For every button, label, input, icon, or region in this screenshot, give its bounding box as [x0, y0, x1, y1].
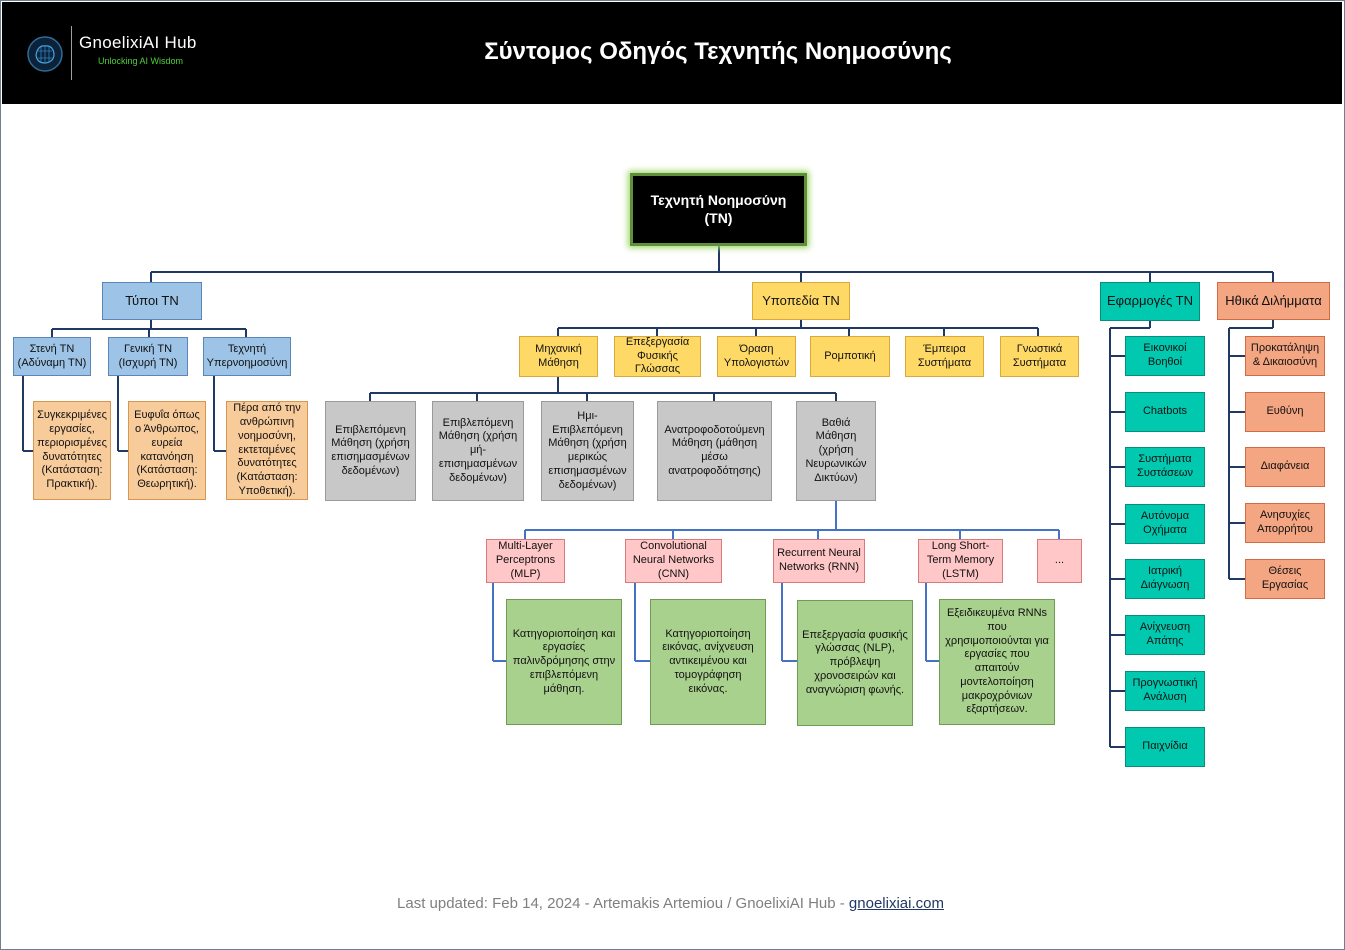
application-autonomous-vehicles: Αυτόνομα Οχήματα: [1125, 504, 1205, 544]
application-predictive-analytics: Προγνωστική Ανάλυση: [1125, 671, 1205, 711]
network-cnn: Convolutional Neural Networks (CNN): [625, 539, 722, 583]
ethics-jobs: Θέσεις Εργασίας: [1245, 559, 1325, 599]
type-narrow-ai-description: Συγκεκριμένες εργασίες, περιορισμένες δυ…: [33, 401, 111, 500]
application-games: Παιχνίδια: [1125, 727, 1205, 767]
ethics-privacy-concerns: Ανησυχίες Απορρήτου: [1245, 503, 1325, 543]
network-mlp-description: Κατηγοριοποίηση και εργασίες παλινδρόμησ…: [506, 599, 622, 725]
subfield-cognitive-systems: Γνωστικά Συστήματα: [1000, 336, 1079, 377]
network-more: ...: [1037, 539, 1082, 583]
type-narrow-ai: Στενή ΤΝ (Αδύναμη ΤΝ): [13, 337, 91, 376]
application-medical-diagnosis: Ιατρική Διάγνωση: [1125, 559, 1205, 599]
logo-divider: [71, 26, 72, 80]
page-title: Σύντομος Οδηγός Τεχνητής Νοημοσύνης: [484, 38, 952, 65]
footer: Last updated: Feb 14, 2024 - Artemakis A…: [0, 895, 1341, 912]
network-cnn-description: Κατηγοριοποίηση εικόνας, ανίχνευση αντικ…: [650, 599, 766, 725]
ml-deep-learning: Βαθιά Μάθηση (χρήση Νευρωνικών Δικτύων): [796, 401, 876, 501]
subfield-nlp: Επεξεργασία Φυσικής Γλώσσας: [614, 336, 701, 377]
ml-reinforcement: Ανατροφοδοτούμενη Μάθηση (μάθηση μέσω αν…: [657, 401, 772, 501]
ml-unsupervised: Επιβλεπόμενη Μάθηση (χρήση μή-επισημασμέ…: [432, 401, 524, 501]
root-node-ai: Τεχνητή Νοημοσύνη (ΤΝ): [630, 173, 807, 246]
ethics-bias-fairness: Προκατάληψη & Δικαιοσύνη: [1245, 336, 1325, 376]
application-fraud-detection: Ανίχνευση Απάτης: [1125, 615, 1205, 655]
ethics-accountability: Ευθύνη: [1245, 392, 1325, 432]
brand-name: GnoelixiAI Hub: [79, 33, 197, 52]
footer-link[interactable]: gnoelixiai.com: [848, 895, 944, 912]
ethics-transparency: Διαφάνεια: [1245, 447, 1325, 487]
network-mlp: Multi-Layer Perceptrons (MLP): [486, 539, 565, 583]
category-ai-applications: Εφαρμογές ΤΝ: [1100, 282, 1200, 321]
category-ethical-dilemmas: Ηθικά Διλήμματα: [1217, 282, 1330, 320]
ml-semi-supervised: Ημι-Επιβλεπόμενη Μάθηση (χρήση μερικώς ε…: [541, 401, 634, 501]
header-bar: GnoelixiAI Hub Unlocking AI Wisdom Σύντο…: [2, 2, 1342, 104]
application-chatbots: Chatbots: [1125, 392, 1205, 432]
ml-supervised: Επιβλεπόμενη Μάθηση (χρήση επισημασμένων…: [325, 401, 416, 501]
type-superintelligence-description: Πέρα από την ανθρώπινη νοημοσύνη, εκτετα…: [226, 401, 308, 500]
subfield-computer-vision: Όραση Υπολογιστών: [717, 336, 796, 377]
type-general-ai-description: Ευφυΐα όπως ο Άνθρωπος, ευρεία κατανόηση…: [128, 401, 206, 500]
subfield-machine-learning: Μηχανική Μάθηση: [519, 336, 598, 377]
network-lstm-description: Εξειδικευμένα RNNs που χρησιμοποιούνται …: [939, 599, 1055, 725]
network-rnn: Recurrent Neural Networks (RNN): [773, 539, 865, 583]
brain-logo-icon: [27, 36, 63, 72]
network-lstm: Long Short-Term Memory (LSTM): [918, 539, 1003, 583]
network-rnn-description: Επεξεργασία φυσικής γλώσσας (NLP), πρόβλ…: [797, 600, 913, 726]
subfield-robotics: Ρομποτική: [810, 336, 890, 377]
type-general-ai: Γενική ΤΝ (Ισχυρή ΤΝ): [108, 337, 188, 376]
category-ai-types: Τύποι ΤΝ: [102, 282, 202, 320]
application-recommender-systems: Συστήματα Συστάσεων: [1125, 447, 1205, 487]
category-ai-subfields: Υποπεδία ΤΝ: [752, 282, 850, 320]
footer-text: Last updated: Feb 14, 2024 - Artemakis A…: [397, 895, 849, 912]
application-virtual-assistants: Εικονικοί Βοηθοί: [1125, 336, 1205, 376]
subfield-expert-systems: Έμπειρα Συστήματα: [905, 336, 984, 377]
brand-tagline: Unlocking AI Wisdom: [98, 56, 184, 66]
type-superintelligence: Τεχνητή Υπερνοημοσύνη: [203, 337, 291, 376]
